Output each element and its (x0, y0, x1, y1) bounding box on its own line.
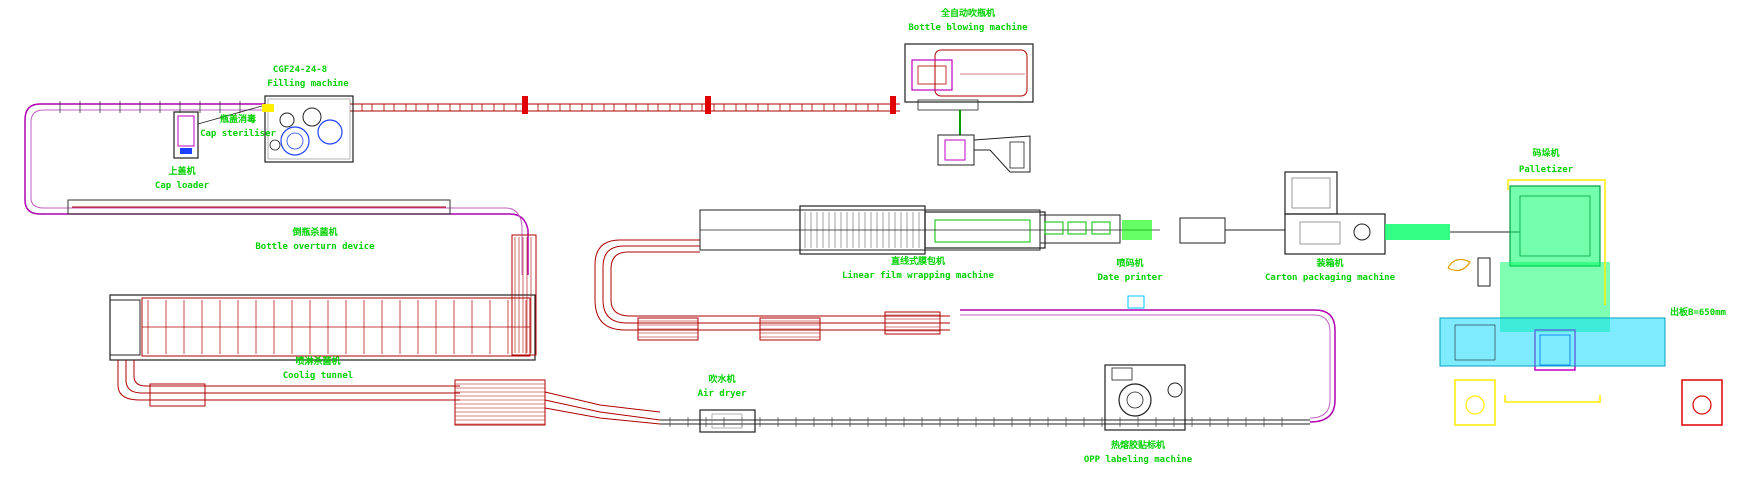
label-bottle-blowing-zh: 全自动吹瓶机 (940, 7, 995, 19)
lower-left-conveyor (117, 360, 460, 401)
top-conveyor (350, 96, 900, 114)
filling-machine-drawing (262, 95, 354, 163)
label-overturn-zh: 倒瓶杀菌机 (291, 226, 337, 238)
label-date-printer-zh: 喷码机 (1116, 257, 1143, 269)
case-conveyor (1385, 224, 1450, 240)
label-bottle-blowing-en: Bottle blowing machine (908, 22, 1028, 33)
label-exit-width: 出板B=650mm (1670, 306, 1727, 318)
bottle-blowing-machine-drawing (904, 43, 1034, 173)
label-carton-zh: 装箱机 (1315, 257, 1343, 269)
label-overturn-en: Bottle overturn device (255, 241, 375, 252)
machine-labels: 全自动吹瓶机 Bottle blowing machine CGF24-24-8… (155, 7, 1727, 465)
cap-loader-drawing (173, 105, 263, 159)
air-dryer-drawing (699, 409, 756, 433)
carton-packaging-machine-drawing (1225, 171, 1386, 255)
film-wrapping-machine-drawing (699, 205, 1226, 255)
middle-accumulation (637, 311, 941, 341)
overturn-device-frame (67, 199, 451, 215)
label-carton-en: Carton packaging machine (1265, 272, 1396, 283)
left-loop-conveyor (24, 103, 529, 275)
label-date-printer-en: Date printer (1097, 272, 1163, 283)
vertical-accumulation-conveyor (511, 234, 537, 356)
label-film-wrapping-zh: 直线式膜包机 (891, 255, 945, 267)
label-palletizer-en: Palletizer (1519, 164, 1574, 175)
label-filling-model: CGF24-24-8 (273, 65, 327, 75)
label-air-dryer-zh: 吹水机 (708, 373, 735, 385)
label-opp-en: OPP labeling machine (1084, 454, 1193, 465)
lower-left-accumulation (149, 379, 661, 426)
label-cap-loader-en: Cap loader (155, 181, 210, 191)
label-cooling-zh: 喷淋杀菌机 (295, 355, 340, 367)
cooling-tunnel-drawing (109, 294, 536, 361)
label-cap-steriliser-en: Cap steriliser (200, 128, 276, 139)
middle-u-conveyor (594, 239, 950, 331)
label-cap-steriliser-zh: 瓶盖消毒 (220, 113, 256, 125)
left-loop-ticks (59, 101, 241, 113)
label-palletizer-zh: 码垛机 (1532, 147, 1559, 159)
label-film-wrapping-en: Linear film wrapping machine (842, 270, 994, 281)
opp-labeling-machine-drawing (1104, 364, 1186, 431)
bottom-conveyor (660, 309, 1336, 427)
date-printer-drawing (1127, 295, 1145, 309)
palletizer-drawing (1439, 179, 1723, 426)
label-cooling-en: Coolig tunnel (283, 370, 353, 381)
label-filling-en: Filling machine (267, 78, 349, 89)
label-opp-zh: 热熔胶贴标机 (1111, 439, 1165, 451)
label-cap-loader-zh: 上盖机 (168, 165, 195, 177)
label-air-dryer-en: Air dryer (698, 388, 747, 399)
